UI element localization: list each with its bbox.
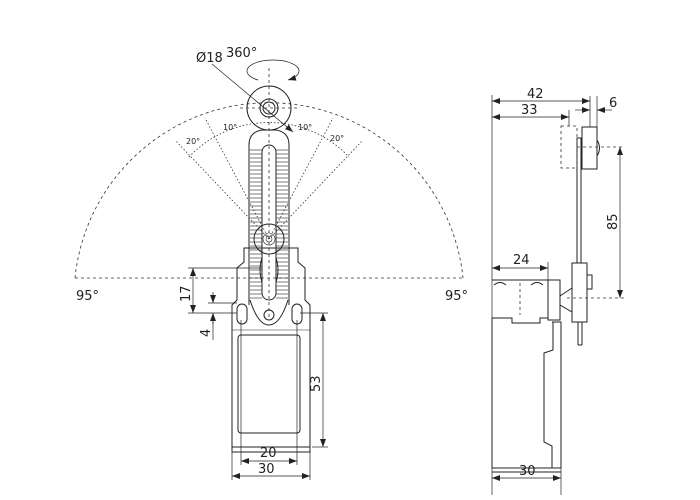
- dim-30: 30: [258, 462, 275, 477]
- base-lip: [231, 446, 311, 453]
- lever-rod: [576, 137, 582, 264]
- lever-pivot: [253, 223, 285, 255]
- travel-left-label: 95°: [76, 289, 99, 304]
- angle-large-right: 20°: [330, 134, 344, 143]
- dim-85: 85: [606, 213, 621, 230]
- front-view: 360° Ø18 95° 95° 10° 10° 20° 20°: [74, 46, 468, 480]
- dim-24: 24: [513, 253, 530, 268]
- dim-33: 33: [521, 103, 538, 118]
- side-view: 42 33 6 85 24 30: [491, 87, 625, 495]
- rotation-arrow-icon: [246, 59, 300, 81]
- dim-42: 42: [527, 87, 544, 102]
- travel-right-label: 95°: [445, 289, 468, 304]
- dim-4: 4: [199, 329, 214, 337]
- lever-ribs: [250, 149, 288, 299]
- dim-53: 53: [309, 375, 324, 392]
- mount-slot-left: [236, 303, 248, 325]
- angle-small-right: 10°: [298, 123, 312, 132]
- dim-6: 6: [609, 96, 617, 111]
- cover-window: [237, 334, 301, 434]
- lever-clamp: [571, 262, 588, 323]
- rotation-label: 360°: [226, 46, 257, 61]
- dim-17: 17: [179, 285, 194, 302]
- angle-large-left: 20°: [186, 137, 200, 146]
- roller-diameter-label: Ø18: [196, 51, 223, 66]
- angle-small-left: 10°: [223, 123, 237, 132]
- roller-side: [581, 126, 598, 170]
- roller-alt-position: [560, 125, 578, 169]
- lever-slot: [261, 144, 277, 301]
- side-dim-30: 30: [519, 464, 536, 479]
- dim-20: 20: [260, 446, 277, 461]
- diameter-leader: [211, 63, 294, 133]
- angle-lines: [174, 117, 364, 240]
